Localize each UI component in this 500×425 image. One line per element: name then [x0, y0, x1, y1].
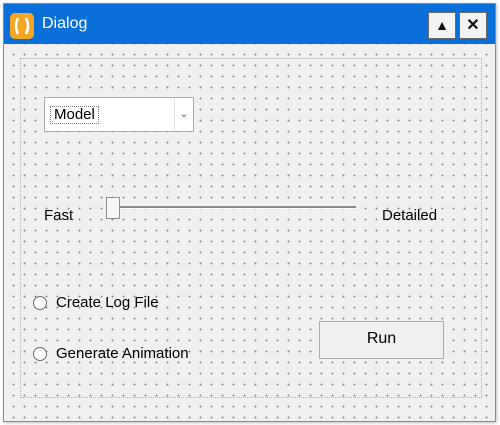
detail-slider-thumb[interactable]: [106, 197, 120, 219]
maximize-button[interactable]: ▲: [428, 12, 456, 39]
create-log-file-label[interactable]: Create Log File: [56, 294, 159, 311]
run-button[interactable]: Run: [319, 321, 444, 359]
combobox-selected-value: Model: [50, 106, 99, 124]
slider-max-label: Detailed: [382, 207, 438, 224]
create-log-file-radio[interactable]: [33, 296, 47, 310]
slider-min-label: Fast: [44, 207, 74, 224]
model-combobox[interactable]: Model ⌄: [44, 97, 194, 132]
maximize-icon: ▲: [435, 17, 449, 33]
detail-slider-track[interactable]: [120, 206, 356, 209]
app-icon: [10, 13, 34, 39]
dialog-window: Dialog ▲ ✕ Model ⌄ Fast Detailed Create …: [3, 3, 496, 422]
design-grid-frame: [20, 58, 482, 398]
generate-animation-label[interactable]: Generate Animation: [56, 345, 189, 362]
close-button[interactable]: ✕: [459, 12, 487, 39]
chevron-down-icon[interactable]: ⌄: [174, 98, 193, 131]
dialog-client-area: Model ⌄ Fast Detailed Create Log File Ge…: [4, 44, 495, 421]
close-icon: ✕: [466, 17, 480, 34]
title-bar[interactable]: Dialog ▲ ✕: [4, 4, 495, 44]
generate-animation-radio[interactable]: [33, 347, 47, 361]
window-title: Dialog: [42, 15, 88, 32]
